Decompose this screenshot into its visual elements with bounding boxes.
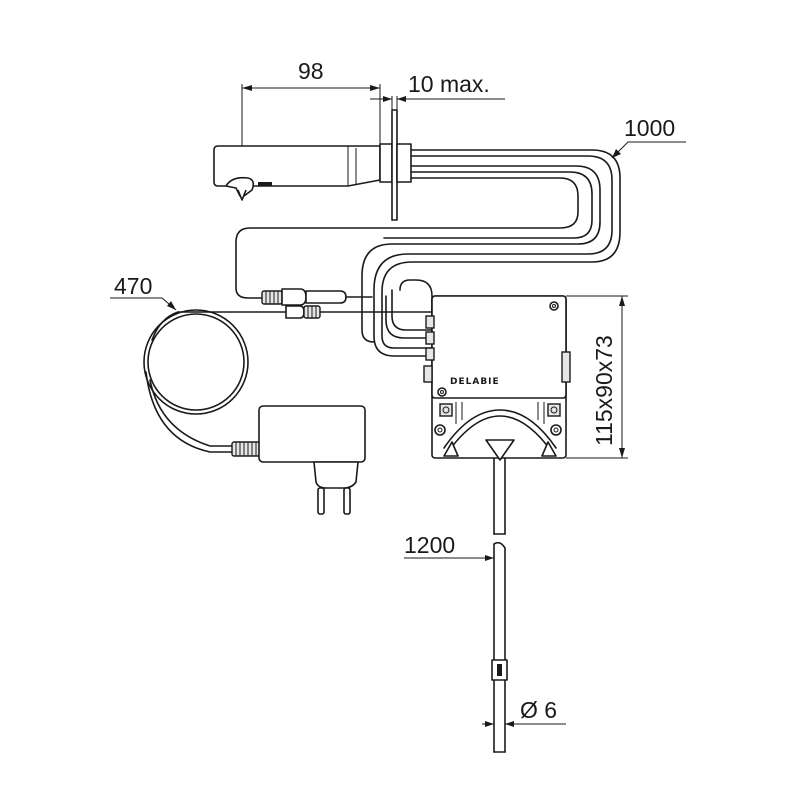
- dimension-98-label: 98: [298, 58, 324, 84]
- dimension-diameter-6: Ø 6: [482, 697, 566, 727]
- dimension-470: 470: [110, 273, 177, 311]
- dimension-1200: 1200: [404, 532, 494, 561]
- brand-logo: DELABIE: [450, 377, 500, 387]
- cable-connectors: [177, 288, 433, 319]
- dimension-box-size-label: 115x90x73: [591, 335, 617, 446]
- dimension-1000: 1000: [611, 115, 686, 159]
- dimension-diameter-6-label: Ø 6: [520, 697, 557, 723]
- control-box: DELABIE: [423, 295, 571, 461]
- coiled-cable: [143, 309, 249, 453]
- wall-nut: [396, 143, 412, 183]
- flexible-hoses: [235, 149, 621, 357]
- dimension-1000-label: 1000: [624, 115, 675, 141]
- dimension-10-max: 10 max.: [370, 71, 505, 110]
- dimension-1200-label: 1200: [404, 532, 455, 558]
- dimension-10-max-label: 10 max.: [408, 71, 490, 97]
- dimension-box-size: 115x90x73: [566, 295, 628, 459]
- power-adapter: [231, 405, 366, 515]
- supply-hose: [491, 457, 508, 753]
- dimension-98: 98: [241, 58, 381, 146]
- spout: [213, 143, 393, 201]
- dimension-470-label: 470: [114, 273, 152, 299]
